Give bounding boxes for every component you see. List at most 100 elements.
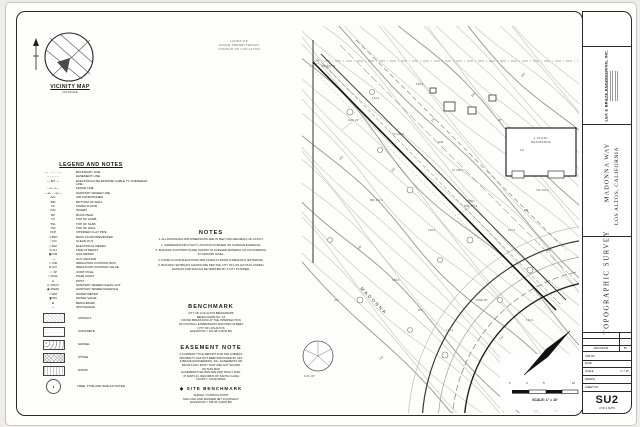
legend-label: ELECTRICAL/TELEPHONE/ CABLE TV OVERHEAD … xyxy=(76,178,148,187)
scale-tick-label: 0 xyxy=(526,381,528,385)
legend-label: WATER METER xyxy=(76,291,98,296)
legend-row: ◁ BFP BACK FLOW PREVENTER xyxy=(30,234,152,240)
field-label: DRAWN xyxy=(585,378,595,382)
diamond-icon: ◆ xyxy=(179,386,185,391)
legend-symbol: — ·· — ·· — xyxy=(44,170,62,174)
legend-symbol: — ss — ss — xyxy=(43,190,63,195)
title-block: LEA & BRAZE ENGINEERING, INC. MADONNA WA… xyxy=(582,11,632,414)
legend-symbol: ◨ WV xyxy=(48,296,58,301)
field-label: SCALE xyxy=(585,370,594,374)
legend-label: EASEMENT LINE xyxy=(76,174,100,179)
legend-row: –○ JP JOINT POLE xyxy=(30,269,152,275)
field-label: JOB NO. xyxy=(585,354,596,358)
legend-symbol: —x—x— xyxy=(47,186,59,191)
legend-title: LEGEND AND NOTES xyxy=(59,162,123,168)
field-label: DATE xyxy=(585,362,592,366)
field-value: 1" = 10' xyxy=(620,370,629,374)
note-paragraph: 4. FINISH FLOOR ELEVATIONS ARE TAKEN AT … xyxy=(158,257,264,262)
fields-section: JOB NO. DATE SCALE 1" = 10' DRAWN SHEET … xyxy=(583,353,631,392)
surface-row: STONE xyxy=(30,352,152,363)
project-name: MADONNA WAY xyxy=(603,142,611,203)
benchmark-line: BENCH MARK NO. 16 xyxy=(196,314,226,319)
legend-label: ELECTRICAL METER xyxy=(76,243,106,248)
easement-line: EASEMENTS SHOWN ARE PER TRACT 2049, xyxy=(181,370,241,375)
surface-swatches: ASPHALT CONCRETE GRAVEL STONE WOOD xyxy=(30,313,152,377)
vicinity-subtitle: NO SCALE xyxy=(62,90,78,94)
legend-symbol: □ ICB xyxy=(49,261,57,266)
legend-row: INV INVERT xyxy=(30,208,152,213)
legend-label: CLEAN-OUT xyxy=(76,239,94,244)
legend-label: IRRIGATION CONTROL BOX xyxy=(76,261,116,266)
vicinity-caption: VICINITY MAP NO SCALE xyxy=(42,84,98,94)
legend-row: ○ CO CLEAN-OUT xyxy=(30,239,152,244)
sheet-title: TOPOGRAPHIC SURVEY xyxy=(603,229,611,335)
adjoiner-line: CHURCH OF LOS ALTOS xyxy=(218,47,260,52)
legend-symbol: FF xyxy=(51,204,55,209)
legend-symbol: ⊘ ICV xyxy=(48,265,58,270)
easement-heading: EASEMENT NOTE xyxy=(180,345,242,351)
legend-label: POST xyxy=(76,278,85,283)
benchmark-line: OF FOOTHILL EXPRESSWAY AND MAIN STREET xyxy=(178,321,244,326)
site-benchmark-line: ELEVATION = 158.32' (NAVD 88) xyxy=(190,400,232,405)
scale-text: SCALE: 1" = 10' xyxy=(532,398,558,402)
surface-swatch xyxy=(43,313,65,324)
site-benchmark-line: MAG NAIL AND WASHER SET IN ASPHALT xyxy=(183,396,239,401)
notes-paragraphs: 1. ALL DISTANCES AND DIMENSIONS ARE IN F… xyxy=(155,237,267,271)
adjoiner-label: LANDS OF UNION PRESBYTERIAN CHURCH OF LO… xyxy=(185,39,293,52)
legend-row: ⊘ ICV IRRIGATION CONTROL VALVE xyxy=(30,266,152,270)
note-paragraph: 3. BUILDING FOOTPRINTS ARE SHOWN TO FINI… xyxy=(155,248,267,256)
legend-symbol: □ PGE xyxy=(48,274,58,279)
legend-symbol: ⊕ xyxy=(51,300,55,305)
legend-row: →• GUY ANCHOR xyxy=(30,256,152,262)
sheet-title-section: TOPOGRAPHIC SURVEY xyxy=(583,229,631,335)
legend-label: IRRIGATION CONTROL VALVE xyxy=(76,265,119,270)
benchmark-line: FOUND BRASS DISC AT THE INTERSECTION xyxy=(181,318,241,323)
easement-line: 47 MAPS 41, RECORDS OF SANTA CLARA xyxy=(183,373,239,378)
legend-symbol: ▣ GM xyxy=(48,252,58,257)
legend-symbol: →• xyxy=(50,256,56,261)
legend-items: — ·· — ·· — BOUNDARY LINE – – – – – EASE… xyxy=(30,170,152,310)
legend-row: □ PGE PG&E VAULT xyxy=(30,274,152,279)
legend-symbol: ◉ SSMH xyxy=(46,287,60,292)
field-row: DRAWN xyxy=(583,376,631,384)
field-row: DATE xyxy=(583,361,631,369)
project-location: LOS ALTOS, CALIFORNIA xyxy=(614,146,620,226)
legend-symbol: ◁ BFP xyxy=(48,234,58,239)
project-section: MADONNA WAY LOS ALTOS, CALIFORNIA xyxy=(583,125,631,237)
legend-label: VITRIFIED CLAY PIPE xyxy=(76,230,107,235)
surface-label: CONCRETE xyxy=(78,328,95,333)
surface-swatch xyxy=(43,352,65,363)
legend-symbol: –○ JP xyxy=(49,269,57,274)
revisions-header: REVISIONS xyxy=(583,345,620,352)
legend-label: GAS METER xyxy=(76,252,94,257)
site-benchmark-line: SURVEY CONTROL POINT xyxy=(193,393,229,397)
legend-row: A/C AIR CONDITIONER xyxy=(30,195,152,200)
sheet-number: SU2 xyxy=(595,393,619,406)
easement-line: RIGHTS MAY EXIST THAT ARE NOT SHOWN xyxy=(181,362,241,367)
legend-row: RP ROOF PEAK xyxy=(30,213,152,218)
notes-section: NOTES 1. ALL DISTANCES AND DIMENSIONS AR… xyxy=(155,230,267,273)
surface-label: WOOD xyxy=(78,368,88,373)
easement-line: & BRAZE ENGINEERING, INC. EASEMENTS OR xyxy=(179,359,243,364)
legend-symbol: ● xyxy=(52,278,54,283)
note-paragraph: 1. ALL DISTANCES AND DIMENSIONS ARE IN F… xyxy=(158,237,264,241)
easement-section: EASEMENT NOTE A CURRENT TITLE REPORT FOR… xyxy=(155,345,267,382)
legend-label: SPOTGRADE xyxy=(76,305,95,309)
surface-row: ASPHALT xyxy=(30,313,152,324)
legend-label: TOP OF SLAB xyxy=(76,221,96,226)
surface-swatch xyxy=(43,326,65,337)
easement-line: A CURRENT TITLE REPORT FOR THE SUBJECT xyxy=(179,352,243,356)
surface-row: WOOD xyxy=(30,366,152,377)
legend-panel: LEGEND AND NOTES — ·· — ·· — BOUNDARY LI… xyxy=(30,162,152,395)
legend-row: VCP VITRIFIED CLAY PIPE xyxy=(30,230,152,235)
legend-label: FIRE HYDRANT xyxy=(76,247,99,252)
scale-tick-label: 5 xyxy=(509,381,511,385)
legend-symbol: INV xyxy=(50,208,56,213)
benchmark-line: CITY OF LOS ALTOS xyxy=(197,325,225,330)
tree-legend-row: TREE, TYPE AND SIZE AS NOTED xyxy=(30,379,152,395)
